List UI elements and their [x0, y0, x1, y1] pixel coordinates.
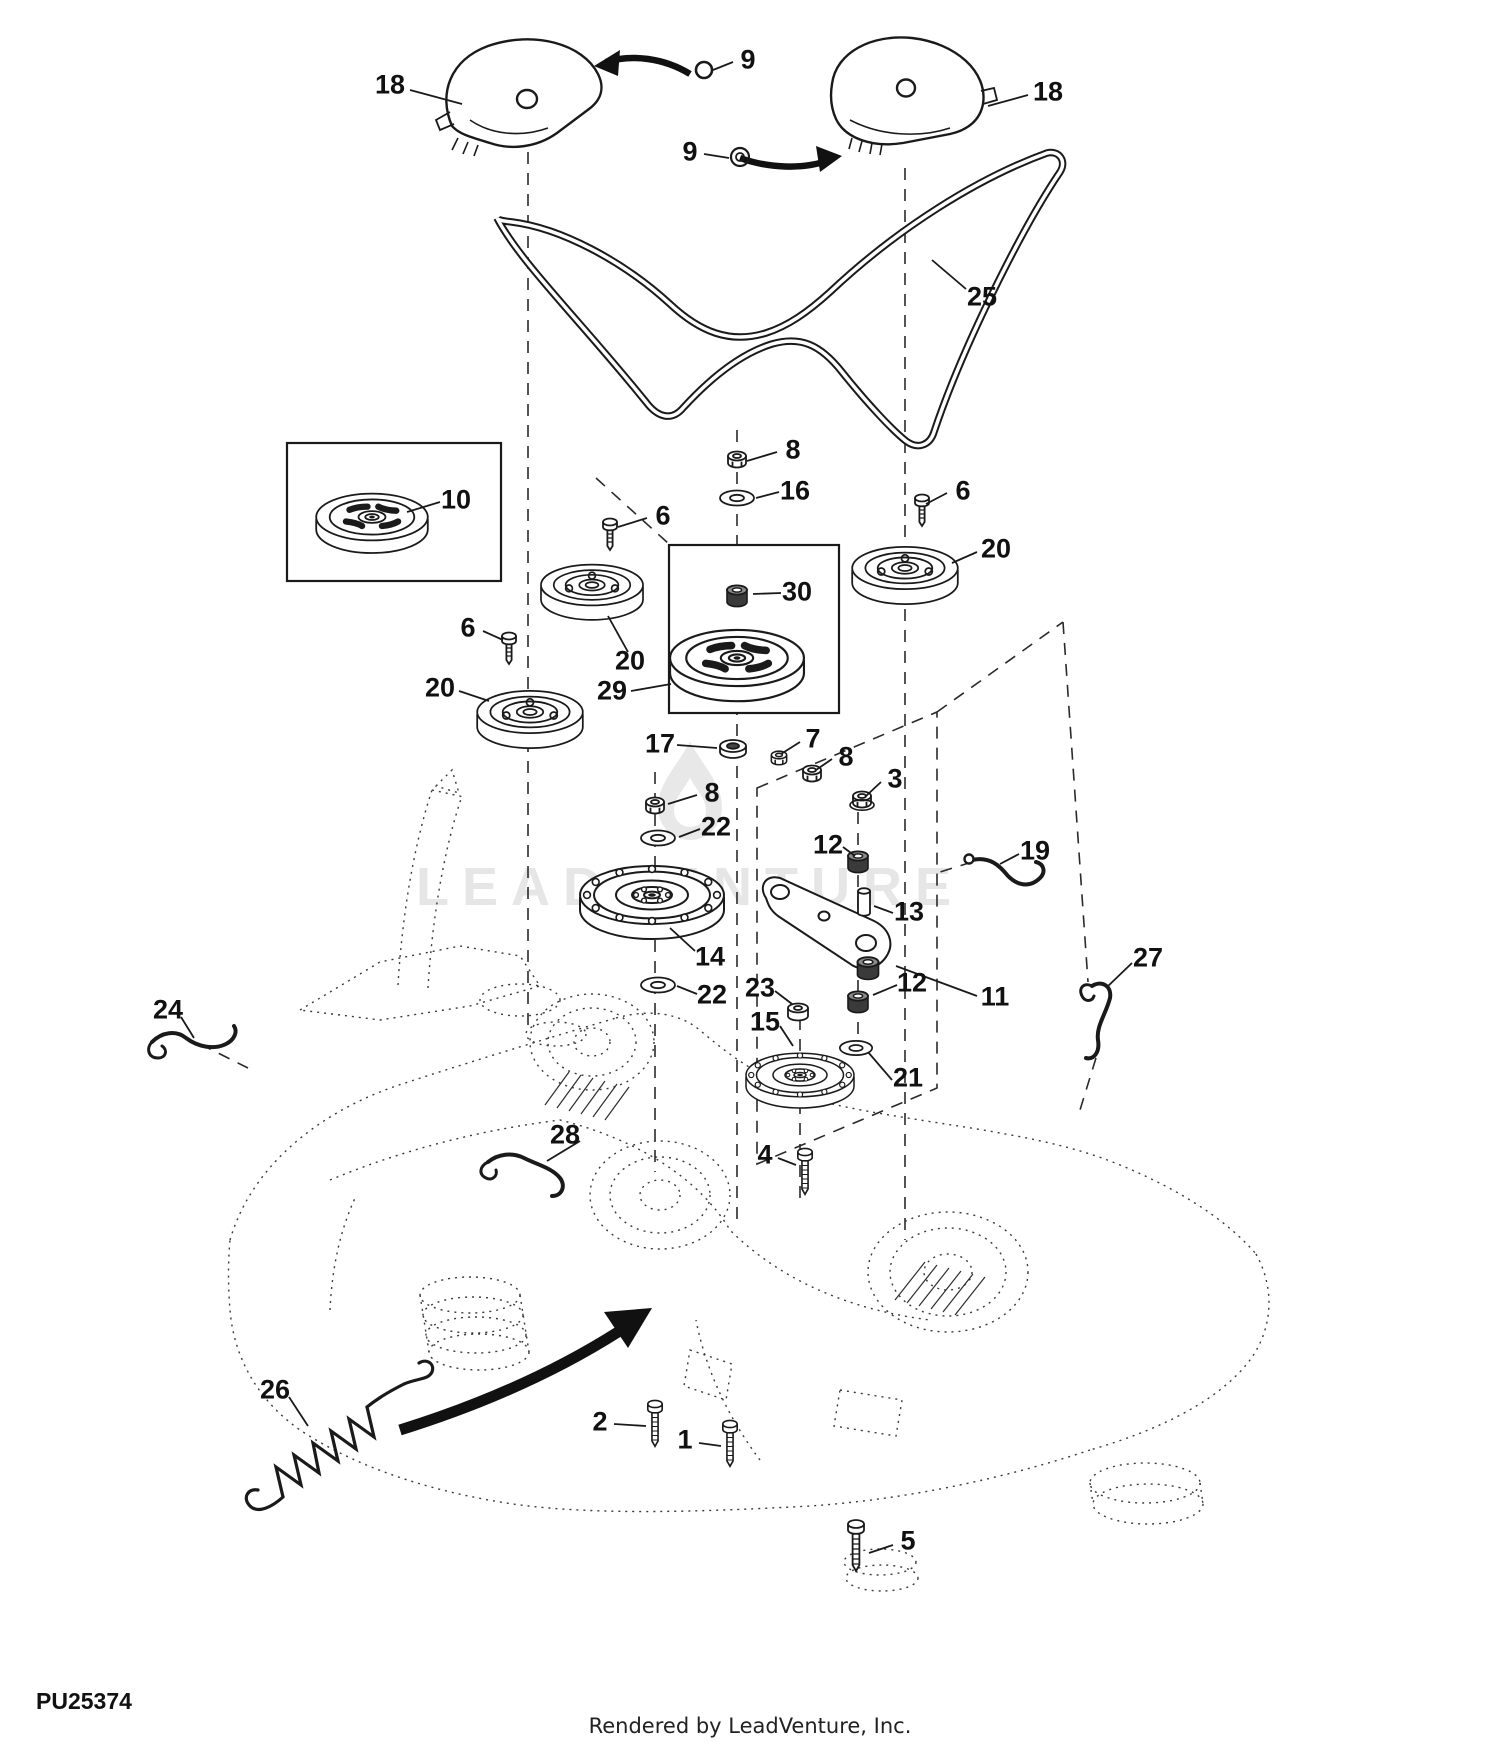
callout-20-middle: 20 [614, 645, 646, 676]
callout-9-top: 9 [740, 44, 756, 75]
bushing-12-top [847, 850, 869, 874]
washer-22-top [640, 829, 676, 847]
cap-23 [787, 1002, 809, 1022]
callout-13: 13 [893, 896, 925, 927]
bolt-6-left [501, 631, 517, 665]
arm-roller [856, 956, 880, 981]
footer-credit: Rendered by LeadVenture, Inc. [588, 1714, 912, 1738]
callout-6-middle: 6 [655, 500, 671, 531]
callout-20-left: 20 [424, 672, 456, 703]
nut-8-center [727, 450, 747, 469]
callout-16: 16 [779, 475, 811, 506]
right-belt-cover [829, 36, 999, 156]
rod-28 [479, 1152, 565, 1198]
bushing-12-bottom [847, 990, 869, 1014]
callout-12-top: 12 [812, 829, 844, 860]
spindle-sheave-15 [745, 1052, 855, 1109]
spring-26 [244, 1359, 435, 1511]
diagram-code: PU25374 [36, 1688, 132, 1714]
rod-24 [147, 1024, 238, 1060]
callout-24: 24 [152, 994, 184, 1025]
deck-hatching [544, 1071, 986, 1316]
install-arrow [398, 1308, 652, 1436]
callout-27: 27 [1132, 942, 1164, 973]
pulley-29-box [669, 543, 841, 715]
callout-11: 11 [980, 981, 1010, 1012]
callout-22-top: 22 [700, 811, 732, 842]
callout-12-bottom: 12 [896, 967, 928, 998]
deck-outline [227, 768, 1270, 1592]
callout-17: 17 [644, 728, 676, 759]
pulley-20-left [476, 690, 584, 749]
callout-2: 2 [592, 1406, 608, 1437]
drive-belt [493, 148, 1067, 450]
callout-14: 14 [694, 941, 726, 972]
callout-29: 29 [596, 675, 628, 706]
rod-19 [963, 853, 1046, 887]
construction-lines [199, 152, 1097, 1240]
callout-20-right: 20 [980, 533, 1012, 564]
pulley-10-box [285, 441, 503, 583]
callout-7: 7 [805, 723, 821, 754]
callout-8-spindle: 8 [704, 777, 720, 808]
nut-7 [770, 750, 788, 766]
left-belt-cover [434, 38, 603, 157]
callout-22-bottom: 22 [696, 979, 728, 1010]
bolt-5 [847, 1519, 865, 1572]
pulley-20-right [851, 546, 959, 605]
callout-8-arm: 8 [838, 741, 854, 772]
callout-25: 25 [966, 281, 998, 312]
callout-19: 19 [1019, 835, 1051, 866]
callout-6-right: 6 [955, 475, 971, 506]
bolt-2 [646, 1399, 664, 1448]
spindle-sheave-14 [579, 864, 725, 940]
callout-6-left: 6 [460, 612, 476, 643]
callout-9-bottom: 9 [682, 136, 698, 167]
bolt-6-right [914, 493, 930, 527]
rod-27 [1079, 981, 1113, 1061]
callout-23: 23 [744, 972, 776, 1003]
callout-28: 28 [549, 1119, 581, 1150]
pulley-20-middle [540, 563, 644, 621]
ring-9-top [694, 60, 714, 80]
bolt-6-middle [602, 517, 618, 551]
callout-1: 1 [677, 1424, 693, 1455]
callout-4: 4 [757, 1139, 773, 1170]
spacer-13 [857, 887, 871, 917]
callout-26: 26 [259, 1374, 291, 1405]
callout-5: 5 [900, 1525, 916, 1556]
nut-8-spindle [645, 796, 665, 815]
washer-22-bottom [640, 976, 676, 994]
callout-3: 3 [887, 763, 903, 794]
washer-16 [719, 489, 755, 507]
washer-21 [838, 1040, 874, 1056]
ring-9-bottom [729, 146, 751, 168]
callout-30: 30 [781, 576, 813, 607]
flange-nut-3 [849, 790, 875, 811]
leader-lines [180, 61, 1133, 1554]
idler-arm-11 [761, 876, 892, 970]
flange-bushing-17 [719, 739, 747, 759]
callout-18-right: 18 [1032, 76, 1064, 107]
bolt-1 [721, 1419, 739, 1468]
callout-8-center: 8 [785, 434, 801, 465]
callout-21: 21 [892, 1062, 924, 1093]
callout-15: 15 [749, 1006, 781, 1037]
callout-10: 10 [440, 484, 472, 515]
callout-18-left: 18 [374, 69, 406, 100]
